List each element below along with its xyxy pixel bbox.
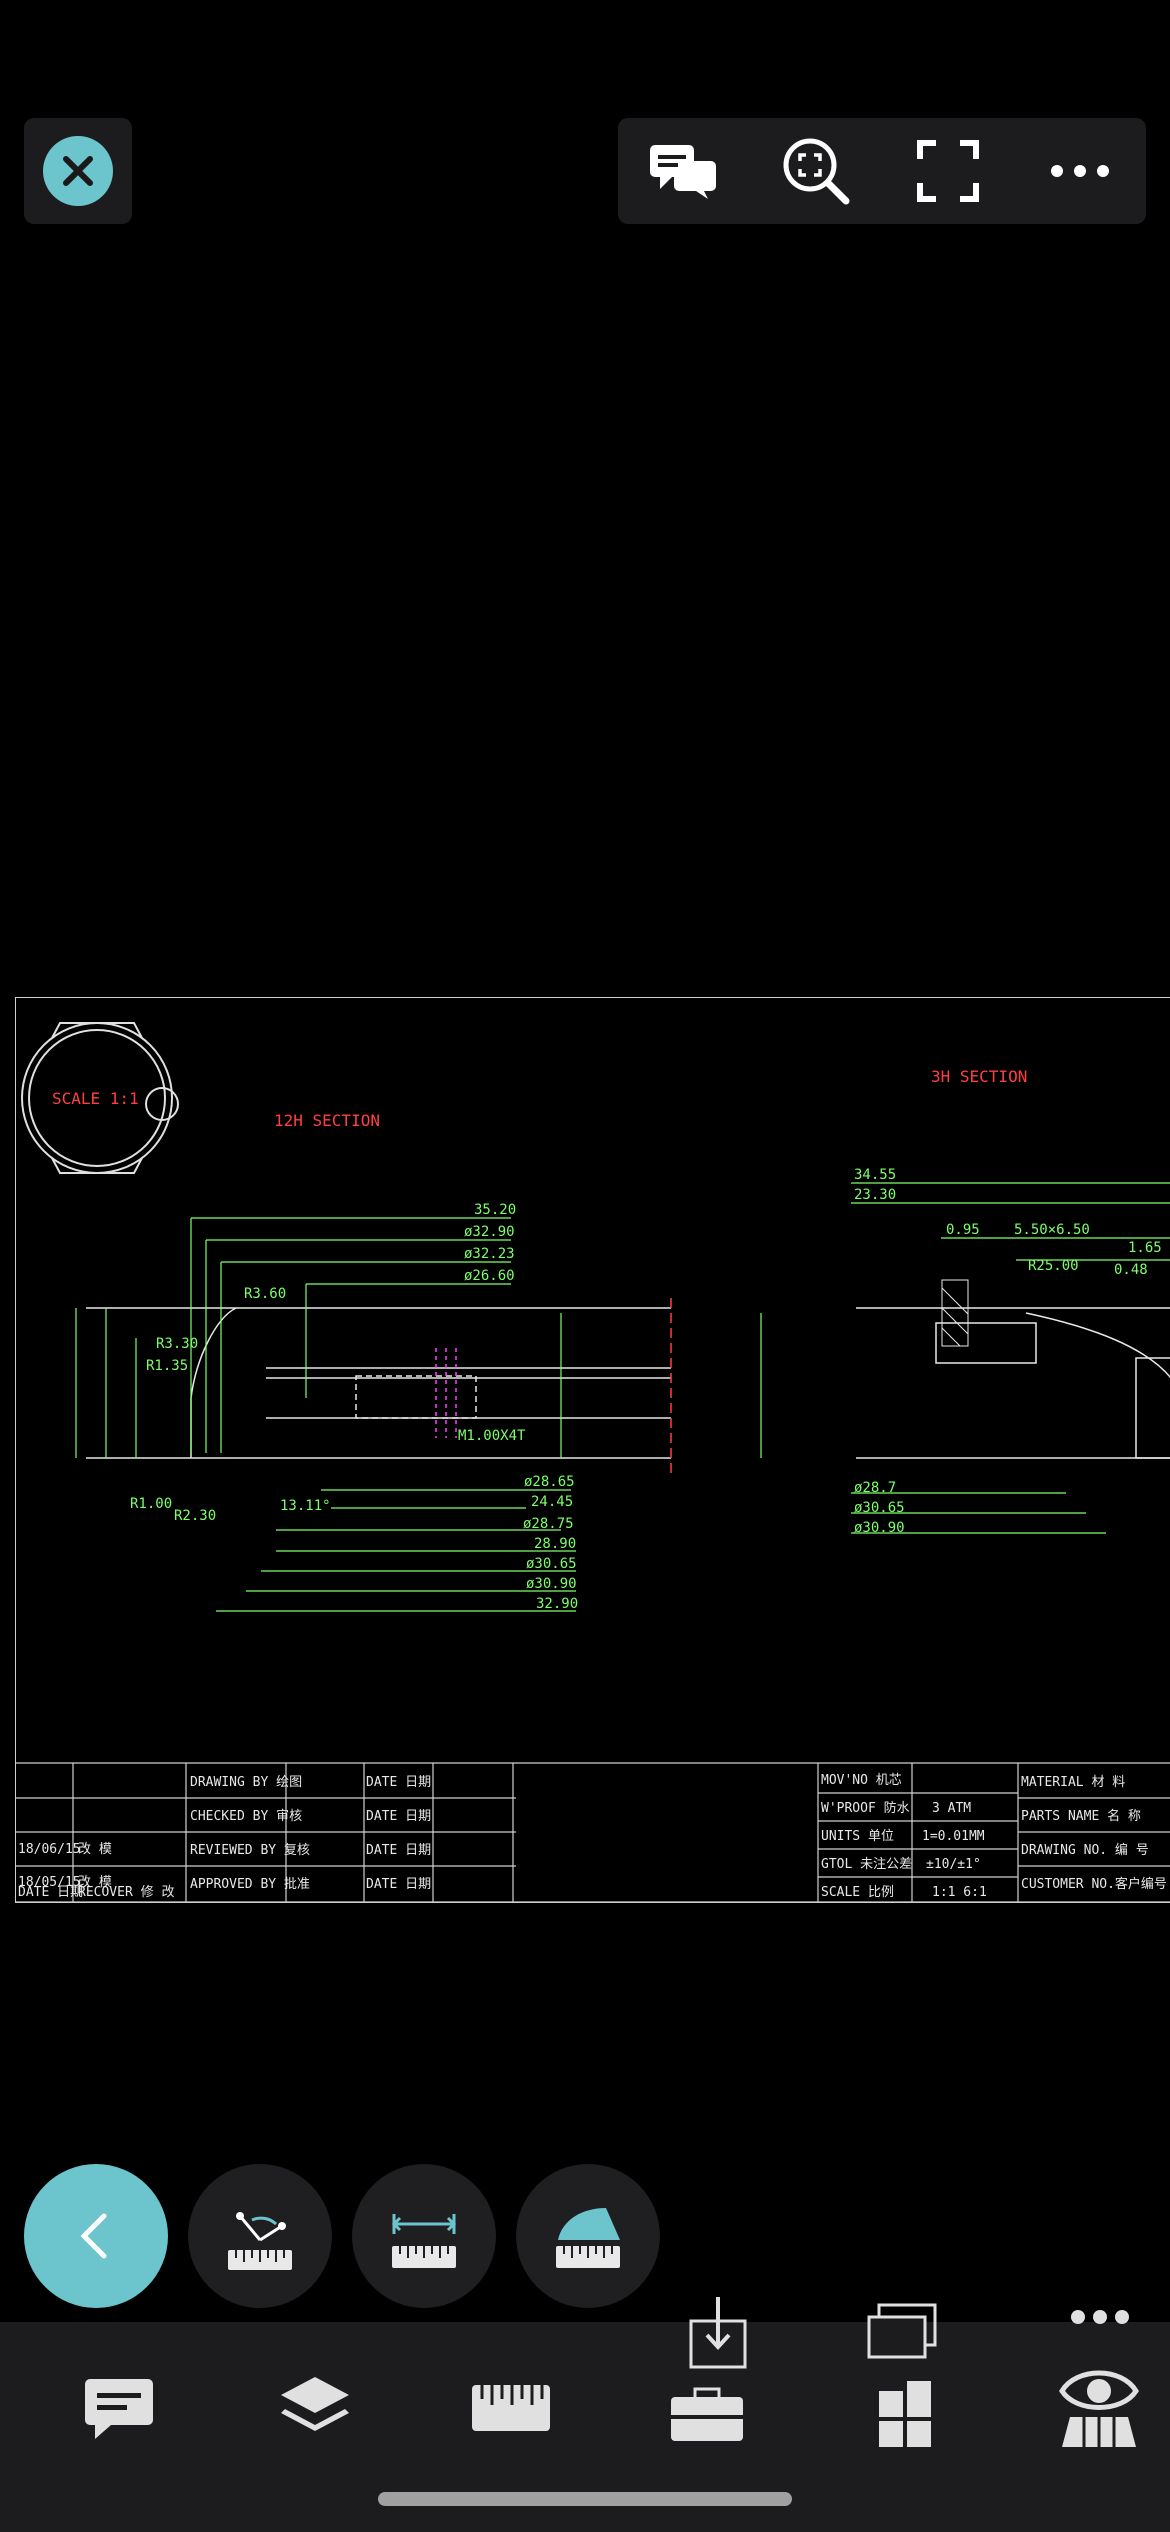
dim-26-60: ø26.60 [464, 1268, 515, 1284]
dim-24-45: 24.45 [531, 1494, 573, 1510]
spec-gtol-label: GTOL 未注公差 [821, 1857, 912, 1872]
back-button[interactable] [24, 2164, 168, 2308]
dim-28-75: ø28.75 [523, 1516, 574, 1532]
dim-35-20: 35.20 [474, 1202, 516, 1218]
dim-angle: 13.11° [280, 1498, 331, 1514]
date-label-3: DATE 日期 [366, 1843, 431, 1858]
spec-gtol-value: ±10/±1° [926, 1857, 981, 1872]
close-button[interactable] [24, 118, 132, 224]
dim-32-90: ø32.90 [464, 1224, 515, 1240]
area-measure-button[interactable] [516, 2164, 660, 2308]
scale-label: SCALE 1:1 [52, 1089, 139, 1108]
dim-r1-35: R1.35 [146, 1358, 188, 1374]
spec-units-value: 1=0.01MM [922, 1829, 985, 1844]
dim-28-90: 28.90 [534, 1536, 576, 1552]
comments-icon[interactable] [644, 131, 724, 211]
tab-layers[interactable] [260, 2358, 370, 2458]
dim-r3-30: R3.30 [156, 1336, 198, 1352]
date-label-1: DATE 日期 [366, 1775, 431, 1790]
comment-icon [85, 2379, 153, 2439]
dim-0-48: 0.48 [1114, 1262, 1148, 1278]
date-label-4: DATE 日期 [366, 1877, 431, 1892]
dim-30-65: ø30.65 [526, 1556, 577, 1572]
distance-measure-icon [391, 2214, 457, 2268]
measure-tools [24, 2164, 660, 2308]
dim-32-90: 32.90 [536, 1596, 578, 1612]
viewer-icon [1059, 2310, 1139, 2447]
tab-toolbox[interactable] [652, 2286, 762, 2458]
tab-ruler[interactable] [456, 2358, 566, 2458]
angle-measure-button[interactable] [188, 2164, 332, 2308]
spec-wproof-label: W'PROOF 防水 [821, 1800, 910, 1816]
customer-no-label: CUSTOMER NO.客户编号 [1021, 1876, 1167, 1892]
more-icon[interactable] [1040, 131, 1120, 211]
material-label: MATERIAL 材 料 [1021, 1775, 1125, 1790]
angle-measure-icon [228, 2212, 292, 2270]
spec-scale-value: 1:1 6:1 [932, 1885, 987, 1900]
spec-scale-label: SCALE 比例 [821, 1885, 894, 1900]
cad-drawing-canvas[interactable]: SCALE 1:1 12H SECTION 3H SECTION [15, 997, 1170, 1903]
dim-r2-30: R2.30 [174, 1508, 216, 1524]
spec-wproof-value: 3 ATM [932, 1801, 971, 1816]
approved-by-label: APPROVED BY 批准 [190, 1877, 310, 1892]
top-toolbar [618, 118, 1146, 224]
back-icon [80, 2213, 107, 2259]
checked-by-label: CHECKED BY 审核 [190, 1809, 302, 1824]
area-measure-icon [556, 2208, 620, 2268]
parts-name-label: PARTS NAME 名 称 [1021, 1808, 1141, 1824]
dim-23-30: 23.30 [854, 1187, 896, 1203]
home-indicator[interactable] [378, 2492, 792, 2506]
revision-date-2: 18/05/15 [18, 1875, 81, 1890]
tab-layouts[interactable] [848, 2294, 958, 2458]
dim-m1-00x4t: M1.00X4T [458, 1428, 526, 1444]
drawing-by-label: DRAWING BY 绘图 [190, 1775, 302, 1790]
revision-date-1: 18/06/15 [18, 1842, 81, 1857]
dim-r25: R25.00 [1028, 1258, 1079, 1274]
revision-note-header: RECOVER 修 改 [78, 1885, 174, 1900]
dim-r3-60: R3.60 [244, 1286, 286, 1302]
dim-32-23: ø32.23 [464, 1246, 515, 1262]
dim-1-65: 1.65 [1128, 1240, 1162, 1256]
layouts-icon [867, 2303, 937, 2447]
dim-28-65: ø28.65 [524, 1474, 575, 1490]
tab-comment[interactable] [64, 2358, 174, 2458]
revision-note-1: 改 模 [78, 1842, 112, 1857]
dim-30-90-r: ø30.90 [854, 1520, 905, 1536]
close-icon [43, 136, 113, 206]
revision-date-header: DATE 日期 [18, 1885, 83, 1900]
dim-34-55: 34.55 [854, 1167, 896, 1183]
section-12h-label: 12H SECTION [274, 1111, 380, 1130]
dim-0-95: 0.95 [946, 1222, 980, 1238]
bottom-tab-bar [0, 2297, 1170, 2532]
tab-viewer[interactable] [1044, 2306, 1154, 2458]
revision-note-2: 改 模 [78, 1875, 112, 1890]
zoom-extents-icon[interactable] [776, 131, 856, 211]
spec-mov-label: MOV'NO 机芯 [821, 1773, 902, 1788]
distance-measure-button[interactable] [352, 2164, 496, 2308]
date-label-2: DATE 日期 [366, 1809, 431, 1824]
fullscreen-icon[interactable] [908, 131, 988, 211]
section-3h-label: 3H SECTION [931, 1067, 1027, 1086]
drawing-no-label: DRAWING NO. 编 号 [1021, 1843, 1149, 1858]
dim-5-50x6-50: 5.50×6.50 [1014, 1222, 1090, 1238]
dim-30-90: ø30.90 [526, 1576, 577, 1592]
dim-30-65-r: ø30.65 [854, 1500, 905, 1516]
spec-units-label: UNITS 单位 [821, 1829, 894, 1844]
layers-icon [281, 2377, 349, 2431]
ruler-icon [472, 2385, 550, 2431]
dim-r1-00: R1.00 [130, 1496, 172, 1512]
toolbox-icon [671, 2297, 747, 2441]
reviewed-by-label: REVIEWED BY 复核 [190, 1843, 310, 1858]
dim-28-7: ø28.7 [854, 1480, 896, 1496]
